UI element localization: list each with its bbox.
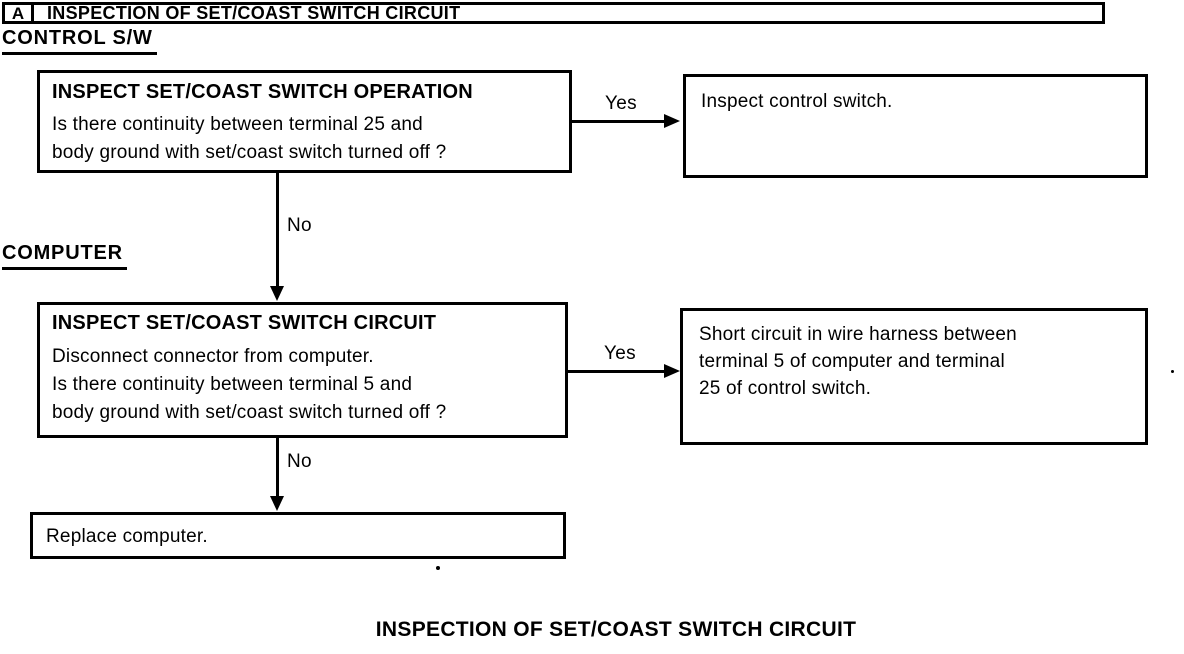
yes2-connector-line: [568, 370, 666, 373]
step1-box: INSPECT SET/COAST SWITCH OPERATION Is th…: [37, 70, 572, 173]
result2-text-line: 25 of control switch.: [699, 378, 872, 399]
yes1-connector-line: [572, 120, 668, 123]
result2-text-line: Short circuit in wire harness between: [699, 324, 1017, 345]
no1-arrowhead-icon: [270, 286, 284, 301]
yes1-label: Yes: [605, 93, 637, 114]
step2-title: INSPECT SET/COAST SWITCH CIRCUIT: [52, 312, 437, 334]
step2-box: INSPECT SET/COAST SWITCH CIRCUIT Disconn…: [37, 302, 568, 438]
yes1-arrowhead-icon: [664, 114, 680, 128]
scan-speck: [436, 566, 440, 570]
step2-instruction-line: Disconnect connector from computer.: [52, 346, 374, 367]
no2-label: No: [287, 451, 312, 472]
result1-text: Inspect control switch.: [701, 91, 893, 112]
label-computer: COMPUTER: [2, 242, 127, 270]
result3-text: Replace computer.: [46, 526, 208, 547]
result3-box: Replace computer.: [30, 512, 566, 559]
result2-box: Short circuit in wire harness between te…: [680, 308, 1148, 445]
section-letter-badge: A: [5, 5, 34, 22]
yes2-arrowhead-icon: [664, 364, 680, 378]
step1-title: INSPECT SET/COAST SWITCH OPERATION: [52, 81, 473, 103]
step1-question-line: Is there continuity between terminal 25 …: [52, 114, 423, 135]
no1-connector-line: [276, 172, 279, 288]
no2-arrowhead-icon: [270, 496, 284, 511]
no1-label: No: [287, 215, 312, 236]
yes2-label: Yes: [604, 343, 636, 364]
step1-question-line: body ground with set/coast switch turned…: [52, 142, 447, 163]
scan-speck: [1171, 370, 1174, 373]
result1-box: Inspect control switch.: [683, 74, 1148, 178]
result2-text-line: terminal 5 of computer and terminal: [699, 351, 1005, 372]
step2-question-line: Is there continuity between terminal 5 a…: [52, 374, 413, 395]
page-title: INSPECTION OF SET/COAST SWITCH CIRCUIT: [47, 2, 461, 23]
header-bar: A INSPECTION OF SET/COAST SWITCH CIRCUIT: [2, 2, 1105, 24]
figure-caption: INSPECTION OF SET/COAST SWITCH CIRCUIT: [375, 618, 857, 641]
step2-question-line: body ground with set/coast switch turned…: [52, 402, 447, 423]
no2-connector-line: [276, 438, 279, 498]
label-control-sw: CONTROL S/W: [2, 27, 157, 55]
